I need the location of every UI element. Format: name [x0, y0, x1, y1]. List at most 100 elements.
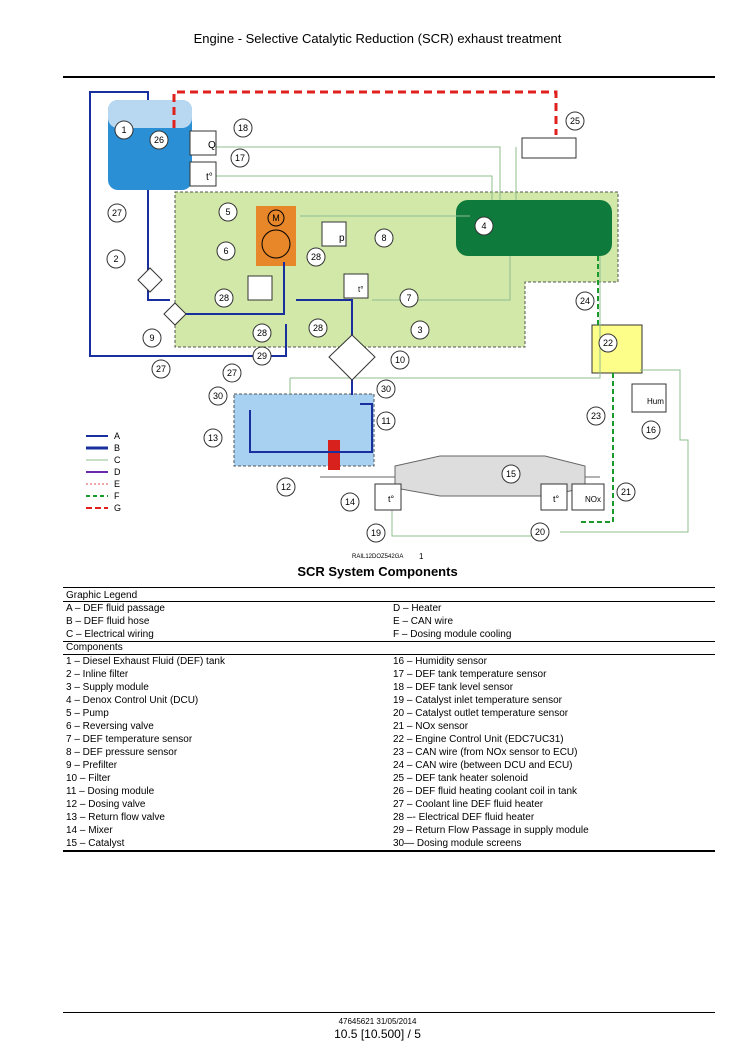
svg-text:3: 3 — [417, 325, 422, 335]
svg-text:30: 30 — [213, 391, 223, 401]
callout-13: 13 — [203, 428, 223, 448]
svg-text:28: 28 — [313, 323, 323, 333]
svg-text:4: 4 — [481, 221, 486, 231]
outlet-temp-sensor-text: t° — [553, 494, 560, 504]
humidity-sensor-text: Hum — [647, 397, 664, 406]
svg-text:20: 20 — [535, 527, 545, 537]
callouts: 1 2 3 4 5 6 7 8 9 10 11 12 13 14 15 16 1… — [106, 111, 661, 543]
dosing-valve-red — [328, 440, 340, 470]
svg-text:24: 24 — [580, 296, 590, 306]
svg-text:8: 8 — [381, 233, 386, 243]
callout-26: 26 — [149, 130, 169, 150]
callout-8: 8 — [374, 228, 394, 248]
callout-23: 23 — [586, 406, 606, 426]
svg-text:1: 1 — [121, 125, 126, 135]
svg-text:6: 6 — [223, 246, 228, 256]
svg-text:29: 29 — [257, 351, 267, 361]
svg-text:27: 27 — [156, 364, 166, 374]
callout-28b: 28 — [214, 288, 234, 308]
callout-28d: 28 — [308, 318, 328, 338]
dosing-module-area — [233, 393, 375, 467]
footer-page-number: 10.5 [10.500] / 5 — [334, 1027, 421, 1041]
figure-title: SCR System Components — [297, 564, 458, 579]
callout-2: 2 — [106, 249, 126, 269]
callout-27b: 27 — [151, 359, 171, 379]
motor-label: M — [272, 213, 280, 223]
svg-text:E: E — [114, 479, 120, 489]
page-header-title: Engine - Selective Catalytic Reduction (… — [193, 31, 562, 46]
inline-filter — [137, 267, 163, 293]
svg-text:15: 15 — [506, 469, 516, 479]
svg-text:27: 27 — [112, 208, 122, 218]
svg-text:27: 27 — [227, 368, 237, 378]
svg-text:G: G — [114, 503, 121, 513]
callout-28a: 28 — [306, 247, 326, 267]
prefilter — [163, 302, 187, 326]
callout-14: 14 — [340, 492, 360, 512]
svg-text:F: F — [114, 491, 120, 501]
legend-table: Graphic Legend — [63, 589, 715, 602]
figure-code: RAIL12DOZ542GA — [352, 554, 404, 560]
callout-29: 29 — [252, 346, 272, 366]
callout-27c: 27 — [222, 363, 242, 383]
callout-28c: 28 — [252, 323, 272, 343]
callout-10: 10 — [390, 350, 410, 370]
svg-text:19: 19 — [371, 528, 381, 538]
svg-text:A: A — [114, 431, 120, 441]
callout-16: 16 — [641, 420, 661, 440]
svg-text:22: 22 — [603, 338, 613, 348]
def-tank-top — [108, 100, 192, 128]
figure-number: 1 — [419, 552, 424, 561]
svg-text:25: 25 — [570, 116, 580, 126]
svg-text:17: 17 — [235, 153, 245, 163]
callout-18: 18 — [233, 118, 253, 138]
callout-17: 17 — [230, 148, 250, 168]
svg-text:9: 9 — [149, 333, 154, 343]
pressure-sensor-text: p — [339, 233, 345, 244]
callout-6: 6 — [216, 241, 236, 261]
callout-20: 20 — [530, 522, 550, 542]
callout-7: 7 — [399, 288, 419, 308]
svg-text:28: 28 — [257, 328, 267, 338]
callout-4: 4 — [474, 216, 494, 236]
components-title: Components — [66, 642, 123, 653]
svg-text:2: 2 — [113, 254, 118, 264]
callout-9: 9 — [142, 328, 162, 348]
svg-text:D: D — [114, 467, 121, 477]
callout-22: 22 — [598, 333, 618, 353]
electrical-wiring — [212, 146, 689, 537]
level-sensor-text: Q — [208, 140, 216, 151]
callout-30b: 30 — [376, 379, 396, 399]
svg-text:C: C — [114, 455, 121, 465]
diagram-legend: A B C D E F G — [86, 431, 121, 513]
scr-system-diagram: M — [86, 90, 689, 543]
inlet-temp-sensor-text: t° — [388, 494, 395, 504]
component-row: 4 – Denox Control Unit (DCU)19 – Catalys… — [66, 695, 562, 706]
callout-25: 25 — [565, 111, 585, 131]
footer-doc-id: 47645621 31/05/2014 — [338, 1017, 417, 1026]
callout-19: 19 — [366, 523, 386, 543]
header-rule — [63, 76, 715, 78]
svg-text:7: 7 — [406, 293, 411, 303]
svg-text:14: 14 — [345, 497, 355, 507]
svg-text:28: 28 — [219, 293, 229, 303]
callout-11: 11 — [376, 411, 396, 431]
svg-text:13: 13 — [208, 433, 218, 443]
svg-text:10: 10 — [395, 355, 405, 365]
callout-30a: 30 — [208, 386, 228, 406]
svg-text:21: 21 — [621, 487, 631, 497]
callout-15: 15 — [501, 464, 521, 484]
svg-text:12: 12 — [281, 482, 291, 492]
